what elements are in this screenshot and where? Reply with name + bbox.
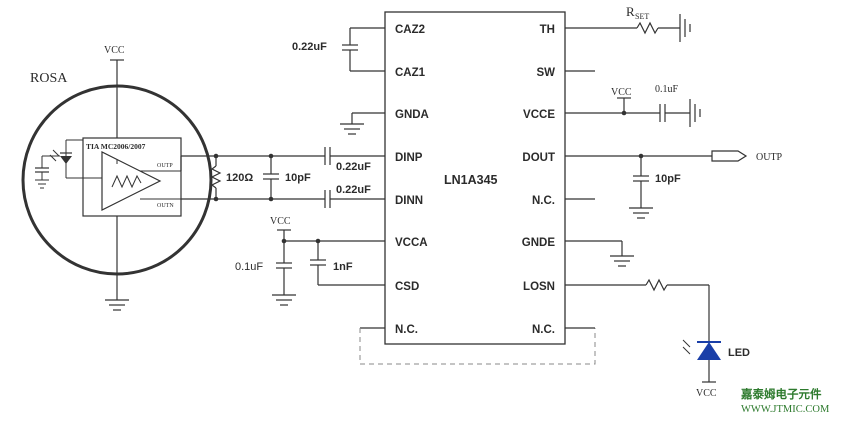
output-port-icon [711, 150, 748, 162]
led-emit-arrow-2 [682, 346, 691, 355]
vcc-a-label: VCC [270, 216, 291, 227]
chip-ln1a345: LN1A345 CAZ2 CAZ1 GNDA DINP DINN VCCA CS… [359, 11, 596, 365]
pin-nc-left: N.C. [395, 324, 418, 336]
rosa-vcc-label: VCC [104, 45, 125, 56]
c-caz-label: 0.22uF [292, 41, 327, 53]
input-network: 120Ω 10pF 0.22uF 0.22uF [180, 147, 385, 208]
c-dout-label: 10pF [655, 173, 681, 185]
photodiode-icon [60, 156, 72, 164]
right-peripherals: R SET VCC 0.1uF OUTP 10pF [565, 4, 783, 399]
chip-name: LN1A345 [444, 173, 498, 187]
pin-dout: DOUT [522, 152, 555, 164]
vcc-e-label: VCC [611, 87, 632, 98]
c-dinn-label: 0.22uF [336, 184, 371, 196]
watermark-cn: 嘉泰姆电子元件 [740, 387, 822, 401]
pin-losn: LOSN [523, 281, 555, 293]
led-icon [697, 342, 721, 360]
rset-label: R [626, 4, 635, 19]
pin-dinn: DINN [395, 195, 423, 207]
c-term-label: 10pF [285, 172, 311, 184]
tia-outp-label: OUTP [157, 163, 173, 169]
c-csd-label: 1nF [333, 261, 353, 273]
pin-nc-right-2: N.C. [532, 324, 555, 336]
chip-body [384, 11, 566, 345]
c-vcca-label: 0.1uF [235, 261, 263, 273]
tia-outn-label: OUTN [157, 203, 174, 209]
tia-gain-zigzag [111, 174, 142, 189]
tia-amplifier-icon [101, 151, 162, 211]
pin-gnde: GNDE [522, 237, 556, 249]
pin-dinp: DINP [395, 152, 423, 164]
pin-vcca: VCCA [395, 237, 428, 249]
light-arrow-icon [52, 149, 60, 157]
pin-th: TH [540, 24, 555, 36]
pin-csd: CSD [395, 281, 419, 293]
c-dinp-label: 0.22uF [336, 161, 371, 173]
exposed-pad-outline [359, 328, 596, 365]
resistor-led-icon [645, 278, 668, 292]
left-peripherals: 0.22uF VCC 0.1uF 1nF [235, 27, 385, 329]
watermark: 嘉泰姆电子元件 WWW.JTMIC.COM [740, 387, 830, 415]
watermark-url: WWW.JTMIC.COM [741, 404, 830, 415]
pin-caz2: CAZ2 [395, 24, 425, 36]
pin-sw: SW [536, 67, 555, 79]
rset-sub-label: SET [635, 12, 649, 21]
tia-ic-label: TIA MC2006/2007 [86, 142, 146, 151]
pin-gnda: GNDA [395, 109, 429, 121]
resistor-120-icon [210, 165, 222, 189]
rosa-module: ROSA VCC TIA MC2006/2007 OUTP OUTN [21, 45, 213, 311]
pin-vcce: VCCE [523, 109, 555, 121]
led-label: LED [728, 347, 750, 359]
c-vcce-label: 0.1uF [655, 84, 679, 95]
junction-dot [281, 238, 287, 244]
vcc-led-label: VCC [696, 388, 717, 399]
rosa-title: ROSA [30, 71, 68, 86]
resistor-rset-icon [636, 21, 659, 35]
led-emit-arrow-icon [682, 339, 691, 348]
pin-caz1: CAZ1 [395, 67, 426, 79]
r-term-label: 120Ω [226, 172, 253, 184]
pin-nc-right: N.C. [532, 195, 555, 207]
output-port-label: OUTP [756, 152, 783, 163]
